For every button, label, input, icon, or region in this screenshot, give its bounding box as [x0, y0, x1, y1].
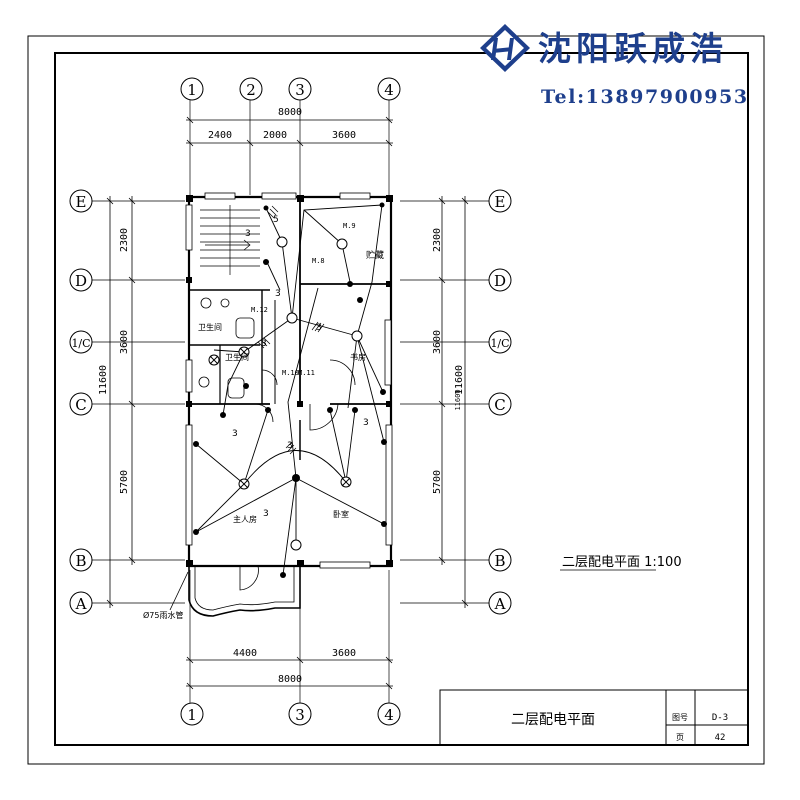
dim-right-seg-1: 2300 — [432, 228, 443, 252]
axis-col-4-bottom: 4 — [384, 706, 394, 724]
wire-tick-marks — [257, 205, 325, 455]
drawing-number: D-3 — [712, 713, 728, 723]
drain-pipe-callout: Ø75雨水管 — [143, 571, 189, 620]
dimension-labels: 8000 2400 2000 3600 4400 3600 8000 2300 … — [98, 107, 465, 685]
dim-right-seg-3: 5700 — [432, 470, 443, 494]
axis-row-d-right: D — [494, 272, 506, 290]
title-block: 二层配电平面 图号 D-3 页 42 — [439, 689, 749, 746]
axis-row-a-left: A — [75, 595, 87, 613]
axis-bubbles — [69, 77, 512, 726]
company-name: 沈阳跃成浩 — [538, 29, 728, 68]
dim-top-total: 8000 — [278, 107, 302, 118]
axis-col-1-top: 1 — [187, 81, 197, 99]
wire-count-b: 3 — [275, 289, 281, 299]
door-m9: M.9 — [343, 222, 356, 230]
brand-logo: 沈阳跃成浩 Tel:13897900953 — [480, 24, 749, 108]
axis-row-a-right: A — [494, 595, 506, 613]
room-bedroom: 卧室 — [333, 509, 349, 519]
company-phone: Tel:13897900953 — [541, 86, 749, 108]
wire-count-a: 3 — [245, 229, 251, 239]
wire-count-e: 3 — [232, 429, 238, 439]
title-block-name: 二层配电平面 — [511, 712, 595, 728]
room-study: 书房 — [350, 352, 366, 362]
door-m8: M.8 — [312, 257, 325, 265]
wire-count-g: 3 — [263, 509, 269, 519]
axis-col-3-top: 3 — [295, 81, 305, 99]
axis-row-e-right: E — [495, 193, 506, 211]
h-globe-logo-icon — [480, 24, 530, 72]
axis-row-b-right: B — [494, 552, 505, 570]
dimension-lines — [106, 116, 469, 690]
wire-count-labels: 5 3 3 3 3 3 3 3 3 — [232, 215, 369, 519]
axis-row-b-left: B — [75, 552, 86, 570]
axis-labels: 1 2 3 4 1 3 4 E D 1/C C B A E D 1/C C B … — [71, 81, 509, 724]
door-m10: M.10 — [282, 369, 299, 377]
dim-right-seg-2: 3600 — [432, 330, 443, 354]
room-bath-2: 卫生间 — [225, 352, 249, 362]
drawing-caption: 二层配电平面 1:100 — [562, 555, 682, 570]
drain-pipe-label: Ø75雨水管 — [143, 610, 183, 620]
outer-border — [27, 35, 765, 765]
axis-row-d-left: D — [75, 272, 87, 290]
light-crosses — [209, 347, 351, 489]
inner-border — [54, 52, 749, 746]
axis-col-1-bottom: 1 — [187, 706, 197, 724]
room-master: 主人房 — [233, 514, 257, 524]
dim-left-seg-2: 3600 — [119, 330, 130, 354]
dim-top-seg-3: 3600 — [332, 130, 356, 141]
dim-top-seg-1: 2400 — [208, 130, 232, 141]
wire-count-5: 5 — [273, 215, 279, 225]
door-marks: M.9 M.8 M.12 M.10 M.11 — [251, 222, 356, 377]
dim-left-seg-1: 2300 — [119, 228, 130, 252]
room-storage: 贮藏 — [366, 249, 384, 261]
wiring — [195, 204, 385, 576]
wire-count-f: 3 — [287, 441, 293, 451]
dim-bottom-seg-2: 3600 — [332, 648, 356, 659]
axis-row-e-left: E — [76, 193, 87, 211]
dim-right-total: 11600 — [454, 365, 465, 395]
building-walls — [185, 192, 393, 617]
axis-col-2-top: 2 — [246, 81, 256, 99]
room-bath-1: 卫生间 — [198, 322, 222, 332]
wire-count-h: 3 — [363, 418, 369, 428]
axis-row-c-left: C — [75, 396, 86, 414]
page-number: 42 — [715, 733, 726, 743]
dim-bottom-seg-1: 4400 — [233, 648, 257, 659]
axis-col-3-bottom: 3 — [295, 706, 305, 724]
label-drawing-no: 图号 — [672, 713, 688, 722]
axis-row-c-right: C — [494, 396, 505, 414]
switches-outlets — [193, 202, 387, 578]
door-m12: M.12 — [251, 306, 268, 314]
dim-bottom-total: 8000 — [278, 674, 302, 685]
dim-right-inner-total: 11600 — [454, 389, 462, 410]
wire-count-d: 3 — [261, 339, 267, 349]
dim-left-total: 11600 — [98, 365, 109, 395]
dim-left-seg-3: 5700 — [119, 470, 130, 494]
label-page: 页 — [676, 733, 684, 742]
dim-top-seg-2: 2000 — [263, 130, 287, 141]
axis-row-1c-right: 1/C — [490, 337, 509, 350]
room-labels: 贮藏 卫生间 卫生间 书房 主人房 卧室 — [198, 249, 384, 524]
door-m11: M.11 — [298, 369, 315, 377]
axis-col-4-top: 4 — [384, 81, 394, 99]
axis-row-1c-left: 1/C — [71, 337, 90, 350]
wire-count-c: 3 — [316, 323, 322, 333]
